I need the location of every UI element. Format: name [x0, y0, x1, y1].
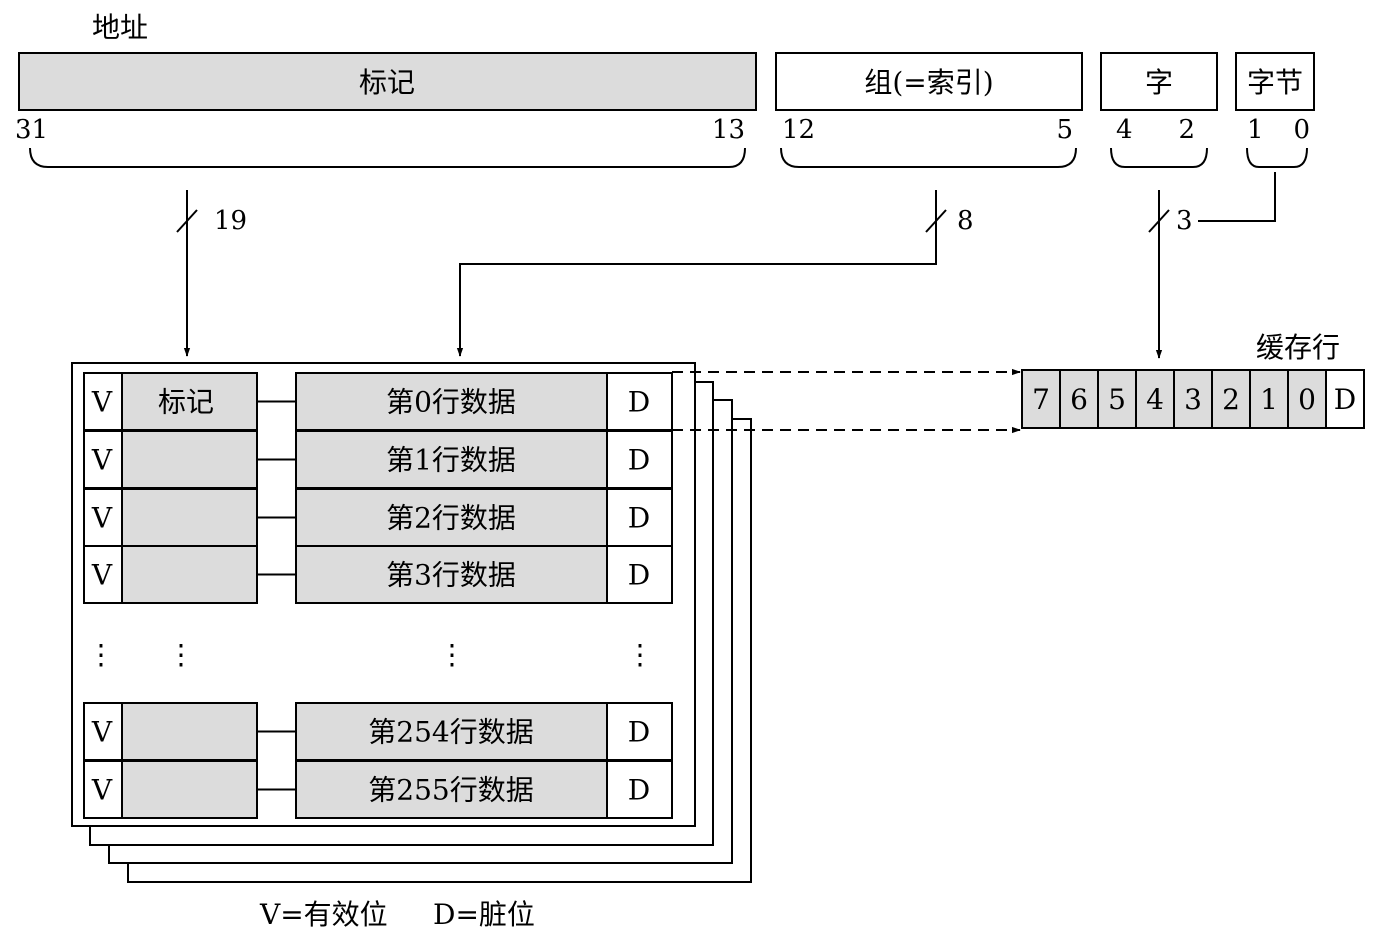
dirty-cell [606, 488, 673, 547]
index-arrow [456, 190, 937, 357]
index-width-slash [925, 209, 947, 233]
byte-connector [1198, 172, 1276, 222]
byte-field-label: 字节 [1247, 66, 1303, 99]
word-bit-low: 2 [1178, 115, 1195, 145]
index-brace [780, 147, 1077, 168]
word-brace [1110, 147, 1208, 168]
valid-bit-label: V [91, 444, 113, 477]
cache-row: V 第254行数据 D [83, 702, 673, 761]
row-data-label: 第3行数据 [386, 559, 516, 592]
tag-cell [121, 760, 258, 819]
tag-bit-low: 13 [712, 115, 745, 145]
valid-bit-label: V [91, 559, 113, 592]
dirty-bit-label: D [628, 559, 650, 592]
dirty-cell [606, 702, 673, 761]
cache-line-word-label: 6 [1070, 383, 1088, 416]
dirty-bit-label: D [628, 774, 650, 807]
legend-valid: V=有效位 [259, 898, 388, 931]
dirty-bit-label: D [628, 716, 650, 749]
cache-line-word-cell [1249, 369, 1289, 429]
index-field [775, 52, 1083, 111]
word-width-label: 3 [1176, 206, 1193, 236]
valid-bit-label: V [91, 502, 113, 535]
row-data-label: 第2行数据 [386, 502, 516, 535]
dirty-bit-label: D [628, 502, 650, 535]
data-cell [295, 430, 608, 489]
cache-line-word-cell [1097, 369, 1137, 429]
dirty-ellipsis: ⋮ [626, 638, 654, 671]
cache-line-word-cell [1021, 369, 1061, 429]
legend-dirty: D=脏位 [433, 898, 535, 931]
cache-line-word-label: 0 [1298, 383, 1316, 416]
tag-brace [29, 147, 746, 168]
tag-field-label: 标记 [359, 66, 415, 99]
data-cell [295, 488, 608, 547]
word-field [1100, 52, 1218, 111]
dirty-bit-label: D [628, 386, 650, 419]
cache-row: V 第255行数据 D [83, 760, 673, 819]
valid-bit-label: V [91, 386, 113, 419]
tag-ellipsis: ⋮ [167, 638, 195, 671]
cache-line-dirty-cell [1325, 369, 1365, 429]
valid-bit-label: V [91, 774, 113, 807]
index-field-label: 组(=索引) [864, 66, 993, 99]
data-cell [295, 760, 608, 819]
valid-cell [83, 760, 123, 819]
dirty-bit-label: D [628, 444, 650, 477]
word-field-label: 字 [1145, 66, 1173, 99]
valid-bit-label: V [91, 716, 113, 749]
dirty-cell [606, 545, 673, 604]
word-width-slash [1148, 209, 1170, 233]
byte-brace [1246, 147, 1308, 168]
tag-cell [121, 430, 258, 489]
dirty-cell [606, 430, 673, 489]
index-bit-low: 5 [1056, 115, 1073, 145]
dirty-cell [606, 372, 673, 431]
row-data-label: 第1行数据 [386, 444, 516, 477]
row-data-label: 第0行数据 [386, 386, 516, 419]
cache-line-word-label: 1 [1260, 383, 1278, 416]
cache-row: V 第3行数据 D [83, 545, 673, 604]
cache-line-dirty-label: D [1334, 383, 1356, 416]
cache-line-word-label: 2 [1222, 383, 1240, 416]
address-title: 地址 [92, 11, 148, 44]
byte-bit-low: 0 [1293, 115, 1310, 145]
index-bit-high: 12 [782, 115, 815, 145]
cache-line-word-cell [1173, 369, 1213, 429]
dirty-cell [606, 760, 673, 819]
tag-width-label: 19 [214, 206, 247, 236]
valid-cell [83, 545, 123, 604]
tag-cell [121, 545, 258, 604]
cache-row: V 标记 第0行数据 D [83, 372, 673, 431]
tag-width-slash [176, 209, 198, 233]
row-data-label: 第254行数据 [368, 716, 533, 749]
cache-row: V 第1行数据 D [83, 430, 673, 489]
cache-line-word-label: 5 [1108, 383, 1126, 416]
data-cell [295, 372, 608, 431]
valid-ellipsis: ⋮ [87, 638, 115, 671]
tag-cell [121, 702, 258, 761]
cache-line-word-cell [1059, 369, 1099, 429]
cache-line-word-label: 4 [1146, 383, 1164, 416]
tag-field [18, 52, 757, 111]
tag-cell [121, 488, 258, 547]
data-ellipsis: ⋮ [438, 638, 466, 671]
tag-bit-high: 31 [15, 115, 48, 145]
row-data-label: 第255行数据 [368, 774, 533, 807]
cache-line-word-label: 7 [1032, 383, 1050, 416]
cache-line-word-label: 3 [1184, 383, 1202, 416]
tag-header-label: 标记 [158, 386, 214, 419]
valid-cell [83, 488, 123, 547]
cache-row: V 第2行数据 D [83, 488, 673, 547]
word-bit-high: 4 [1116, 115, 1133, 145]
valid-cell [83, 430, 123, 489]
byte-field [1235, 52, 1315, 111]
cache-line-title: 缓存行 [1256, 331, 1340, 364]
index-width-label: 8 [957, 206, 974, 236]
byte-bit-high: 1 [1247, 115, 1264, 145]
